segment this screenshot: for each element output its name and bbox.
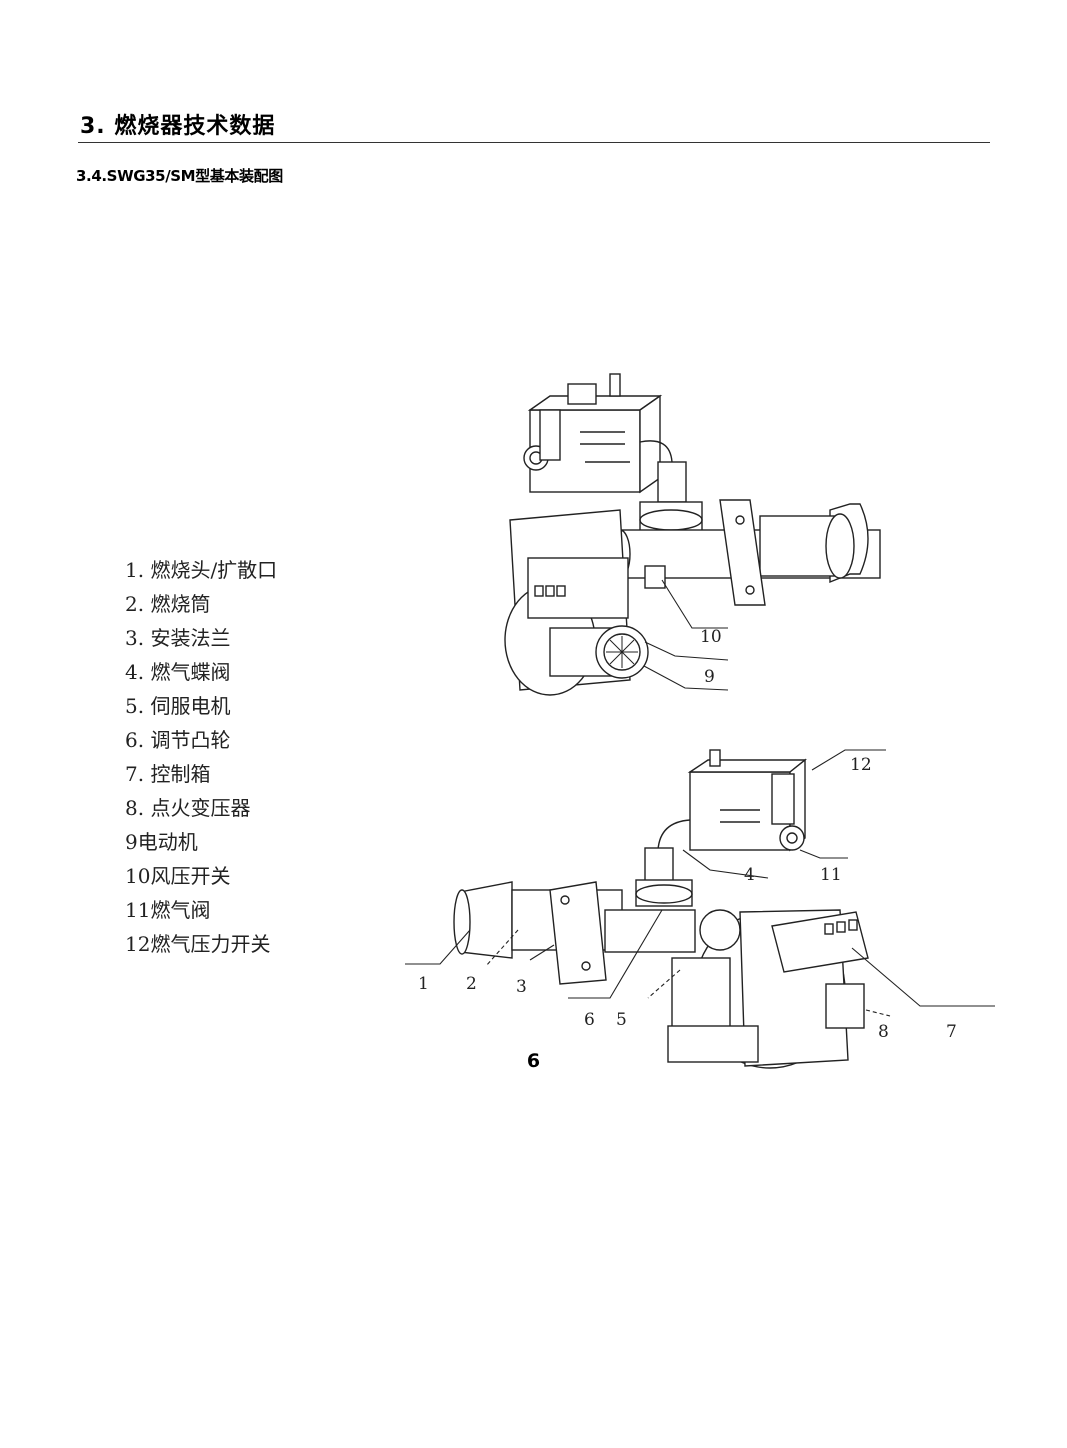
section-title: 3. 燃烧器技术数据 [80, 114, 276, 139]
callout-label: 10 [700, 627, 722, 647]
callout-label: 1 [418, 974, 429, 994]
legend-item: 8. 点火变压器 [125, 796, 251, 820]
top-view-drawing: 10 9 [504, 373, 881, 696]
legend-item: 7. 控制箱 [125, 762, 211, 786]
section-rule [78, 142, 990, 143]
legend-item: 12燃气压力开关 [125, 932, 271, 956]
callout-label: 9 [704, 667, 715, 687]
callout-label: 7 [946, 1022, 957, 1042]
callout-label: 4 [744, 865, 755, 885]
callout-label: 3 [516, 977, 527, 997]
callout-label: 6 [584, 1010, 595, 1030]
legend-item: 11燃气阀 [125, 898, 211, 922]
callout-label: 8 [878, 1022, 889, 1042]
legend-item: 9电动机 [125, 830, 198, 854]
legend-item: 1. 燃烧头/扩散口 [125, 558, 278, 582]
callout-label: 5 [616, 1010, 627, 1030]
page-number: 6 [526, 1050, 541, 1072]
legend-item: 6. 调节凸轮 [125, 728, 231, 752]
callout-label: 2 [466, 974, 477, 994]
legend-item: 5. 伺服电机 [125, 694, 231, 718]
legend-item: 2. 燃烧筒 [125, 592, 211, 616]
legend-item: 3. 安装法兰 [125, 626, 231, 650]
legend-item: 10风压开关 [125, 864, 231, 888]
legend-item: 4. 燃气蝶阀 [125, 660, 231, 684]
subsection-title: 3.4.SWG35/SM型基本装配图 [76, 167, 283, 185]
bottom-view-drawing: 12 4 11 1 2 3 6 5 8 7 [405, 749, 995, 1069]
callout-label: 12 [850, 755, 872, 775]
parts-legend: 1. 燃烧头/扩散口 2. 燃烧筒 3. 安装法兰 4. 燃气蝶阀 5. 伺服电… [125, 553, 277, 961]
callout-label: 11 [820, 865, 842, 885]
burner-assembly-drawing: 10 9 [405, 373, 995, 1069]
